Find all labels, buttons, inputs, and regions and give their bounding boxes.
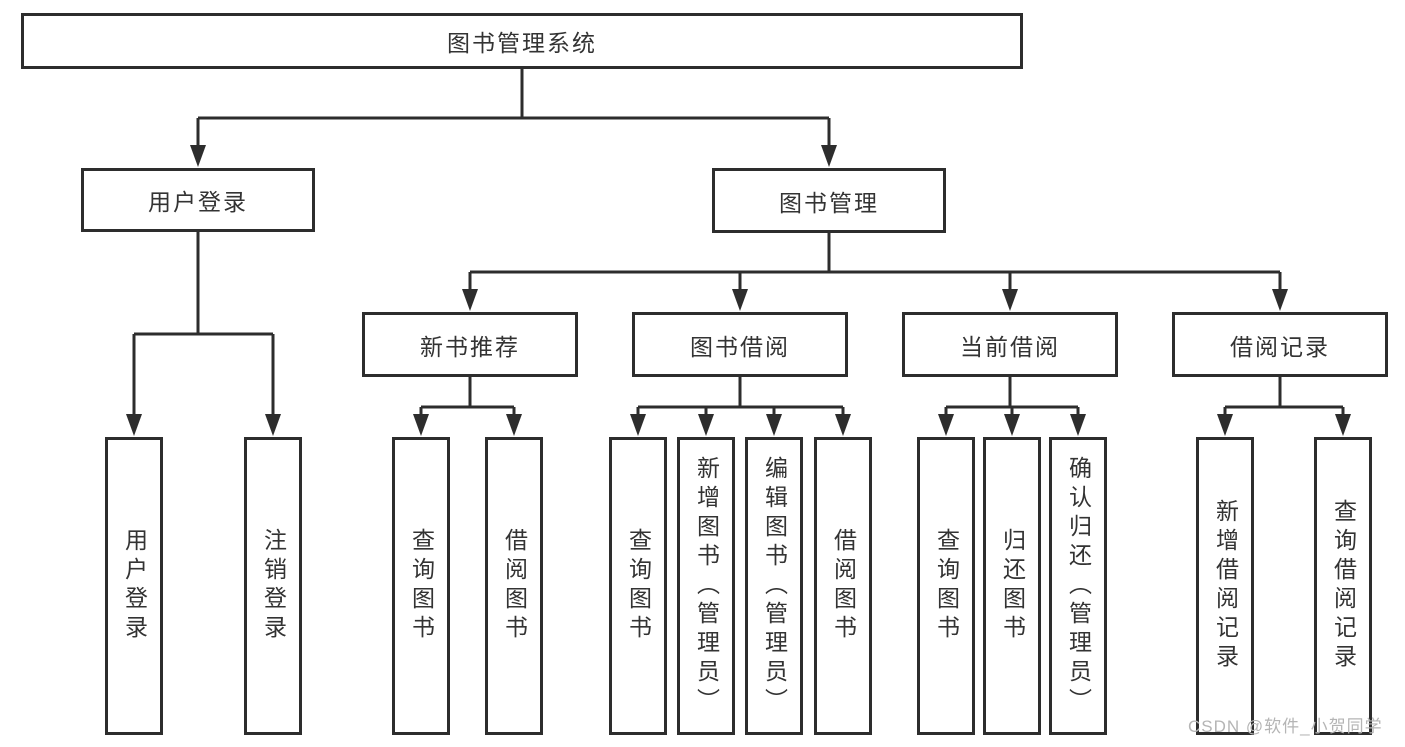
arrowhead (938, 414, 954, 436)
node-label: 借阅图书 (501, 528, 528, 644)
arrowhead (1002, 289, 1018, 311)
node-label: 新增借阅记录 (1212, 499, 1239, 673)
node-label: 图书管理系统 (447, 30, 597, 56)
node-label: 注销登录 (260, 528, 287, 644)
leaf-edit-books-admin: 编辑图书（管理员） (745, 437, 803, 735)
node-label: 借阅记录 (1230, 333, 1330, 360)
arrowhead (698, 414, 714, 436)
node-label: 新增图书（管理员） (693, 455, 720, 717)
arrowhead (413, 414, 429, 436)
node-label: 用户登录 (121, 528, 148, 644)
arrowhead (462, 289, 478, 311)
arrowhead (1335, 414, 1351, 436)
arrowhead (190, 145, 206, 167)
node-label: 编辑图书（管理员） (761, 455, 788, 717)
arrowhead (1070, 414, 1086, 436)
edges (132, 69, 1345, 415)
leaf-add-borrow-record: 新增借阅记录 (1196, 437, 1254, 735)
node-label: 归还图书 (999, 528, 1026, 644)
arrowhead (766, 414, 782, 436)
node-label: 图书管理 (779, 189, 879, 216)
node-label: 当前借阅 (960, 333, 1060, 360)
edge-user-login-to-leaves (132, 232, 275, 415)
arrowheads (126, 145, 1351, 436)
node-label: 查询借阅记录 (1330, 499, 1357, 673)
edge-book-borrowing-to-leaves (636, 377, 845, 415)
node-book-borrowing: 图书借阅 (632, 312, 848, 377)
node-label: 借阅图书 (830, 528, 857, 644)
node-library-management-system: 图书管理系统 (21, 13, 1023, 69)
leaf-query-books-borrowing: 查询图书 (609, 437, 667, 735)
leaf-user-login: 用户登录 (105, 437, 163, 735)
leaf-query-books-current: 查询图书 (917, 437, 975, 735)
leaf-return-books: 归还图书 (983, 437, 1041, 735)
arrowhead (630, 414, 646, 436)
node-book-management: 图书管理 (712, 168, 946, 233)
leaf-add-books-admin: 新增图书（管理员） (677, 437, 735, 735)
edge-borrowing-records-to-leaves (1223, 377, 1345, 415)
arrowhead (1217, 414, 1233, 436)
leaf-confirm-return-admin: 确认归还（管理员） (1049, 437, 1107, 735)
arrowhead (835, 414, 851, 436)
node-label: 用户登录 (148, 189, 248, 215)
node-label: 确认归还（管理员） (1065, 455, 1092, 717)
node-label: 查询图书 (625, 528, 652, 644)
edge-current-borrowing-to-leaves (944, 377, 1080, 415)
arrowhead (821, 145, 837, 167)
arrowhead (126, 414, 142, 436)
node-label: 图书借阅 (690, 333, 790, 360)
watermark: CSDN @软件_小贺同学 (1188, 717, 1383, 736)
leaf-query-books-recommend: 查询图书 (392, 437, 450, 735)
node-label: 查询图书 (933, 528, 960, 644)
edge-new-book-recommendation-to-leaves (419, 377, 516, 415)
leaf-logout: 注销登录 (244, 437, 302, 735)
node-label: 查询图书 (408, 528, 435, 644)
leaf-query-borrow-record: 查询借阅记录 (1314, 437, 1372, 735)
node-new-book-recommendation: 新书推荐 (362, 312, 578, 377)
arrowhead (1004, 414, 1020, 436)
leaf-borrow-books: 借阅图书 (814, 437, 872, 735)
arrowhead (732, 289, 748, 311)
node-current-borrowing: 当前借阅 (902, 312, 1118, 377)
leaf-borrow-books-recommend: 借阅图书 (485, 437, 543, 735)
node-user-login: 用户登录 (81, 168, 315, 232)
arrowhead (265, 414, 281, 436)
arrowhead (1272, 289, 1288, 311)
node-borrowing-records: 借阅记录 (1172, 312, 1388, 377)
edge-book-management-to-level3 (468, 233, 1282, 290)
edge-root-to-level2 (196, 69, 831, 146)
node-label: 新书推荐 (420, 333, 520, 360)
arrowhead (506, 414, 522, 436)
